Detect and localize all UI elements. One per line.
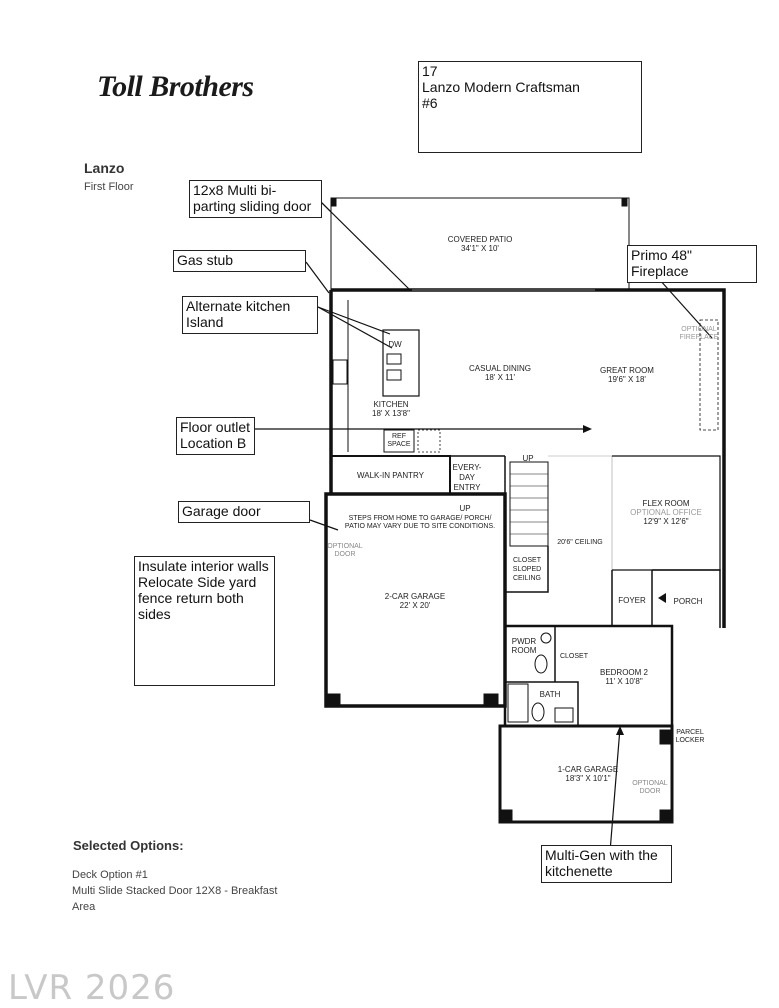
label-dishwasher: DW: [388, 340, 402, 349]
bathtub: [507, 683, 529, 723]
label-stair-up: UP: [522, 454, 534, 463]
selected-option-item: Multi Slide Stacked Door 12X8 - Breakfas…: [72, 885, 278, 897]
label-entry-up: UP: [459, 504, 471, 513]
entry-arrow: [658, 593, 666, 603]
room-flex-room: FLEX ROOM OPTIONAL OFFICE 12'9" X 12'6": [630, 499, 702, 526]
bath-wall: [505, 626, 579, 726]
kitchen-island: [382, 329, 420, 397]
optional-fireplace-outline: [699, 319, 719, 431]
garage-post: [483, 693, 499, 707]
lot-elevation: #6: [422, 95, 438, 111]
ref-space: [383, 429, 415, 453]
bath-toilet: [531, 702, 545, 722]
gas-stub-leader: [305, 261, 330, 294]
lot-info-box: 17 Lanzo Modern Craftsman #6: [418, 61, 642, 153]
room-bath: BATH: [539, 690, 561, 699]
note-sliding-door: 12x8 Multi bi-parting sliding door: [189, 180, 322, 218]
pwdr-sink: [540, 632, 552, 644]
garage-door-leader: [309, 519, 339, 531]
multigen-leader: [609, 727, 621, 853]
patio-post: [330, 197, 337, 207]
note-garage-door: Garage door: [178, 501, 310, 523]
alt-island-leader: [317, 306, 391, 335]
garage-post: [499, 809, 513, 823]
steps-note: STEPS FROM HOME TO GARAGE/ PORCH/PATIO M…: [344, 515, 496, 530]
parcel-locker-box: [659, 729, 673, 745]
sliding-door-leader: [320, 201, 332, 213]
pwdr-toilet: [534, 654, 548, 674]
room-foyer: FOYER: [618, 596, 646, 605]
garage-post: [659, 809, 673, 823]
brand-logo: Toll Brothers: [97, 70, 254, 103]
garage-post: [325, 693, 341, 707]
optional-cabinet: [417, 429, 441, 453]
lot-model: Lanzo Modern Craftsman: [422, 79, 580, 95]
closet-wall: [504, 456, 549, 593]
selected-option-item: Deck Option #1: [72, 869, 148, 881]
selected-options-heading: Selected Options:: [73, 838, 184, 853]
sink: [386, 369, 402, 381]
lot-number: 17: [422, 63, 438, 79]
room-porch: PORCH: [673, 597, 703, 606]
model-name: Lanzo: [84, 160, 125, 176]
stair: [509, 461, 549, 547]
note-fireplace: Primo 48"Fireplace: [627, 245, 757, 283]
room-walk-in-pantry: WALK-IN PANTRY: [357, 471, 424, 480]
label-ceiling: 20'6" CEILING: [557, 539, 603, 546]
cooktop: [332, 359, 348, 385]
watermark: LVR 2026: [8, 968, 176, 1008]
bath-sink: [554, 707, 574, 723]
room-closet: CLOSET: [559, 653, 588, 660]
alt-island-leader: [317, 306, 393, 349]
floor-name: First Floor: [84, 181, 134, 193]
note-gas-stub: Gas stub: [173, 250, 306, 272]
fireplace-leader: [658, 278, 713, 339]
sliding-door-leader: [320, 201, 411, 291]
sink: [386, 353, 402, 365]
porch-wall: [652, 569, 721, 628]
patio-post: [621, 197, 628, 207]
selected-option-item: Area: [72, 901, 96, 913]
